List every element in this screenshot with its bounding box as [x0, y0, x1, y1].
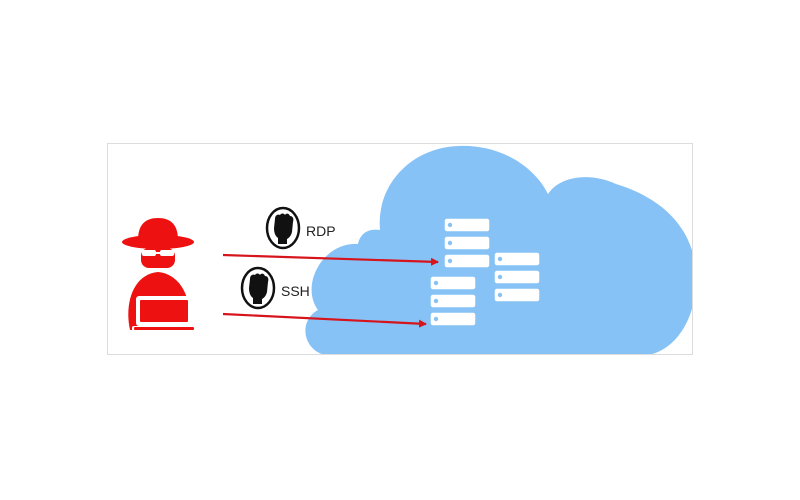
raised-fist-icon [265, 206, 301, 250]
raised-fist-icon [240, 266, 276, 310]
diagram-canvas: RDP SSH [122, 145, 692, 354]
cloud-icon [305, 145, 692, 354]
rdp-label: RDP [306, 223, 336, 239]
rdp-arrow [222, 253, 439, 266]
ssh-arrow [222, 312, 427, 328]
server-rack-icon [443, 217, 491, 269]
hacker-icon [122, 218, 196, 331]
ssh-label: SSH [281, 283, 310, 299]
diagram-frame: RDP SSH [107, 143, 693, 355]
server-rack-icon [429, 275, 477, 327]
server-rack-icon [493, 251, 541, 303]
